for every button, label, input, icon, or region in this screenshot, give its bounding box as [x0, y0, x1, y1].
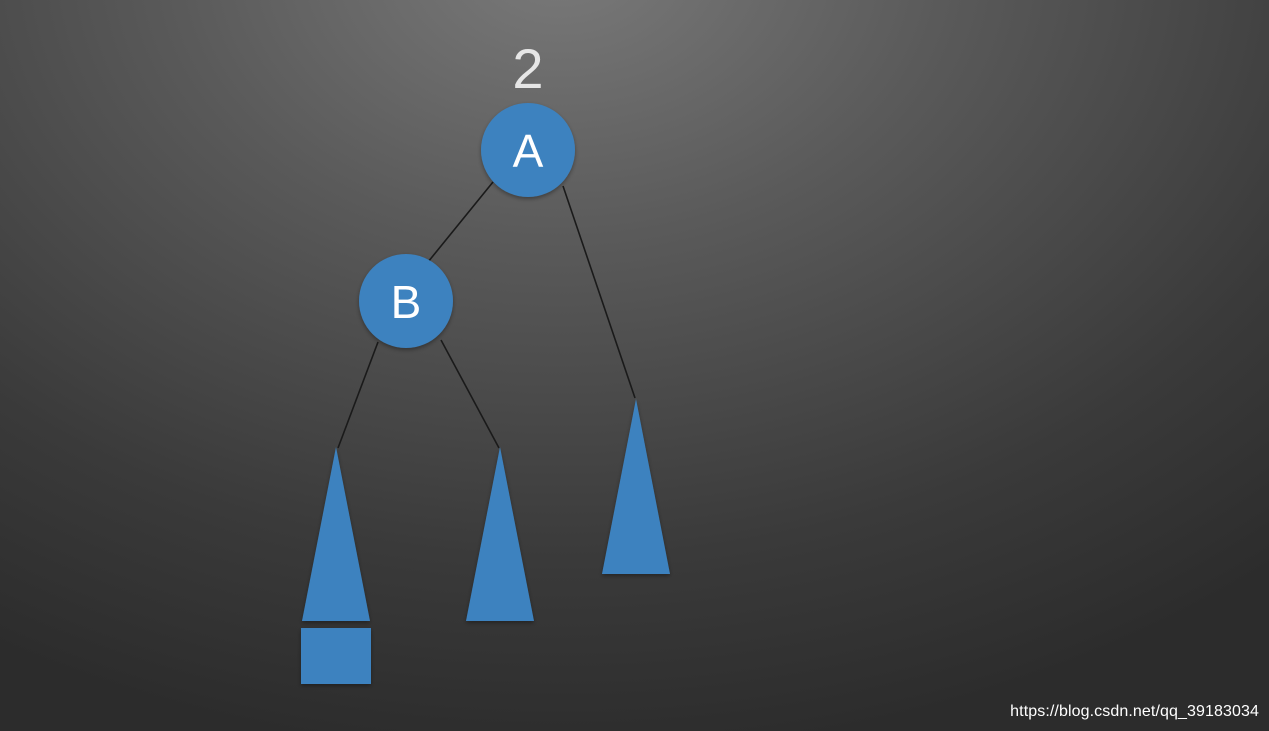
node-a-label: A	[513, 125, 544, 177]
balance-factor-label: 2	[512, 37, 543, 100]
edge-b-to-middle-subtree	[440, 339, 500, 449]
node-b-circle	[359, 254, 453, 348]
right-subtree-triangle	[602, 399, 670, 574]
watermark-text: https://blog.csdn.net/qq_39183034	[1010, 703, 1259, 720]
edge-a-to-b	[427, 181, 494, 263]
middle-subtree-triangle	[466, 447, 534, 621]
left-subtree-extra-level-block	[301, 628, 371, 684]
edge-b-to-left-subtree	[337, 341, 379, 449]
tree-edges	[337, 181, 636, 449]
edge-a-to-right-subtree	[562, 185, 636, 399]
node-b	[359, 254, 453, 348]
left-subtree-triangle	[302, 447, 370, 621]
node-a	[481, 103, 575, 197]
subtrees	[301, 399, 670, 684]
node-a-circle	[481, 103, 575, 197]
node-b-label: B	[391, 276, 422, 328]
